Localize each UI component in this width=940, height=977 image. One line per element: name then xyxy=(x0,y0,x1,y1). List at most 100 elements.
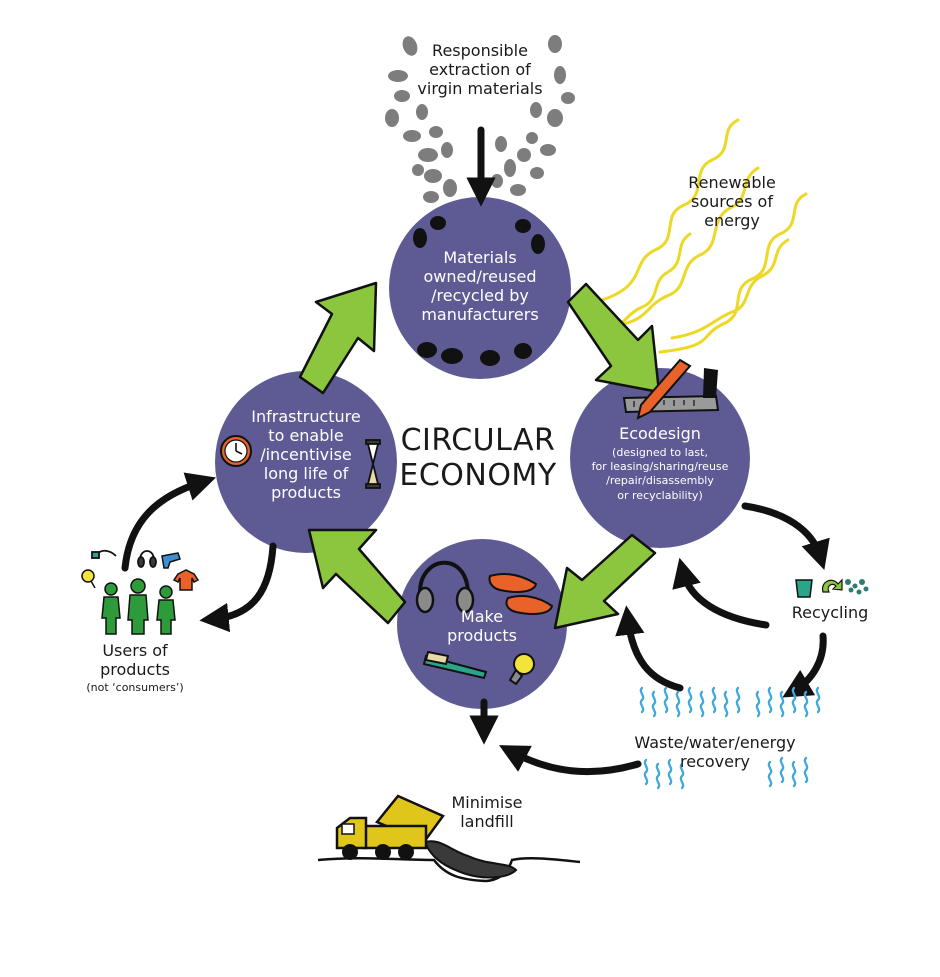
ecodesign-circle xyxy=(570,368,750,548)
ecodesign-detail-line: /repair/disassembly xyxy=(606,474,714,488)
arrow-users-to-infra xyxy=(121,472,217,572)
truck-icon xyxy=(335,794,445,860)
landfill-label-line: landfill xyxy=(460,811,514,831)
make-products-label-line: products xyxy=(447,625,517,645)
renewable-label-line: energy xyxy=(704,210,760,230)
users-note: (not ‘consumers’) xyxy=(86,680,184,694)
make-products-label-line: Make xyxy=(460,607,504,626)
water-wave-icon xyxy=(639,686,645,714)
infrastructure-node-label: Infrastructure to enable /incentivise lo… xyxy=(238,407,374,502)
rock-icon xyxy=(402,36,418,56)
arrow-materials-to-ecodesign xyxy=(566,282,661,394)
materials-circle xyxy=(389,197,571,379)
infrastructure-icons xyxy=(220,435,381,489)
extraction-label-line: virgin materials xyxy=(417,78,543,98)
headphones-icon xyxy=(137,550,157,568)
users-label: Users of products (not ‘consumers’) xyxy=(60,641,210,695)
arrow-make-to-infra xyxy=(307,528,407,625)
materials-label-line: Materials xyxy=(443,248,517,267)
waste-label-line: Waste/water/energy xyxy=(634,733,796,752)
landfill-label-line: Minimise xyxy=(451,793,523,812)
infrastructure-circle xyxy=(215,371,397,553)
infrastructure-label-line: /incentivise xyxy=(260,444,352,464)
lightbulb-icon xyxy=(81,569,96,589)
rocks xyxy=(385,35,575,203)
waste-recovery-label: Waste/water/energy recovery xyxy=(630,733,800,772)
pencil-icon xyxy=(636,358,692,420)
arrow-recycling-to-ecodesign xyxy=(672,557,770,629)
ecodesign-detail-line: (designed to last, xyxy=(612,445,708,459)
headphones-icon xyxy=(415,560,475,614)
make-products-node-label: Make products xyxy=(422,607,542,646)
clock-icon xyxy=(220,435,252,467)
users-label-line: products xyxy=(100,659,170,679)
ecodesign-title: Ecodesign xyxy=(619,424,701,443)
rock-icon xyxy=(388,70,408,82)
rock-icon xyxy=(385,109,399,127)
recycling-icons xyxy=(795,578,869,598)
ecodesign-detail-line: for leasing/sharing/reuse xyxy=(591,460,729,474)
landfill-label: Minimise landfill xyxy=(432,793,542,832)
arrow-infra-to-users xyxy=(199,542,277,633)
center-title: CIRCULAR ECONOMY xyxy=(388,423,568,493)
recycle-icon xyxy=(821,578,843,593)
materials-node-label: Materials owned/reused /recycled by manu… xyxy=(405,248,555,325)
center-title-line: CIRCULAR xyxy=(400,423,556,458)
person-icon xyxy=(101,582,121,635)
infrastructure-label-line: products xyxy=(271,482,341,502)
landfill-scene xyxy=(317,794,581,883)
extraction-label-line: extraction of xyxy=(429,59,531,79)
materials-label-line: owned/reused xyxy=(423,266,537,286)
materials-label-line: /recycled by xyxy=(431,285,529,305)
lightbulb-icon xyxy=(508,653,535,686)
ecodesign-tools xyxy=(622,358,720,420)
arrow-infra-to-materials xyxy=(298,281,378,395)
ecodesign-node-label: Ecodesign (designed to last, for leasing… xyxy=(572,424,748,503)
usb-cable-icon xyxy=(91,549,117,559)
arrow-waste-to-make xyxy=(615,605,684,692)
hourglass-icon xyxy=(365,439,381,489)
recycle-bin-icon xyxy=(795,579,813,598)
renewable-label-line: sources of xyxy=(691,191,773,211)
rock-icon xyxy=(394,90,410,102)
renewable-energy-lines xyxy=(600,118,808,354)
process-circles xyxy=(215,197,750,709)
infrastructure-label-line: long life of xyxy=(263,463,349,483)
product-icons xyxy=(415,560,554,686)
arrow-ecodesign-to-make xyxy=(553,533,657,630)
cycle-arrows xyxy=(298,281,661,630)
users-group xyxy=(81,549,200,635)
sun-ray-icon xyxy=(658,192,808,354)
water-waves xyxy=(639,686,821,790)
shoes-icon xyxy=(488,573,554,615)
ruler-icon xyxy=(622,394,720,414)
infrastructure-label-line: Infrastructure xyxy=(251,407,361,426)
ecodesign-detail: (designed to last, for leasing/sharing/r… xyxy=(572,446,748,503)
center-title-line: ECONOMY xyxy=(399,457,557,493)
sun-ray-icon xyxy=(600,118,740,302)
rock-icon xyxy=(416,104,428,120)
extraction-label: Responsible extraction of virgin materia… xyxy=(405,41,555,99)
person-icon xyxy=(127,578,149,635)
renewable-energy-label: Renewable sources of energy xyxy=(672,173,792,231)
waste-label-line: recovery xyxy=(679,751,750,771)
arrow-waste-to-landfill xyxy=(498,745,642,776)
users-label-main: Users of products xyxy=(60,641,210,680)
infrastructure-label-line: to enable xyxy=(268,425,344,445)
renewable-label-line: Renewable xyxy=(688,173,776,192)
recycling-label: Recycling xyxy=(791,603,869,622)
materials-label-line: manufacturers xyxy=(421,304,539,324)
shirt-icon xyxy=(172,569,200,591)
extraction-label-line: Responsible xyxy=(432,41,528,60)
arrow-recycling-to-waste xyxy=(782,632,827,698)
material-granules xyxy=(413,216,545,366)
drill-icon xyxy=(161,552,181,569)
arrow-ecodesign-to-recycling xyxy=(741,502,830,571)
rock-icon xyxy=(403,130,421,142)
users-label-line: Users of xyxy=(102,641,168,660)
waste-pile xyxy=(423,840,518,879)
person-icon xyxy=(156,585,176,635)
ecodesign-detail-line: or recyclability) xyxy=(617,488,703,502)
toothbrush-icon xyxy=(422,650,488,680)
